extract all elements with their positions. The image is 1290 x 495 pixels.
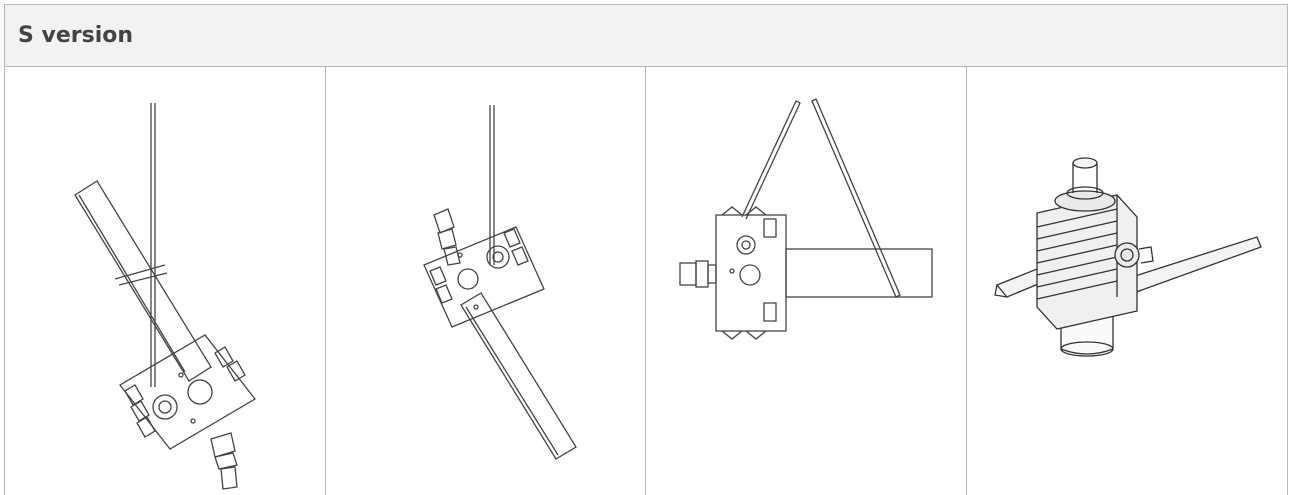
drawing-cell-3 (646, 67, 967, 495)
technical-drawing-4 (993, 157, 1262, 357)
technical-drawing-1 (74, 103, 256, 490)
drawing-cell-2 (326, 67, 646, 495)
table-header: S version (5, 5, 1287, 67)
technical-drawing-3 (679, 98, 933, 340)
technical-drawing-2 (422, 105, 577, 460)
drawing-cell-4 (967, 67, 1288, 495)
section-title: S version (18, 23, 134, 48)
spec-table: S version (4, 4, 1288, 495)
drawing-cell-1 (5, 67, 326, 495)
drawings-row (5, 67, 1287, 495)
